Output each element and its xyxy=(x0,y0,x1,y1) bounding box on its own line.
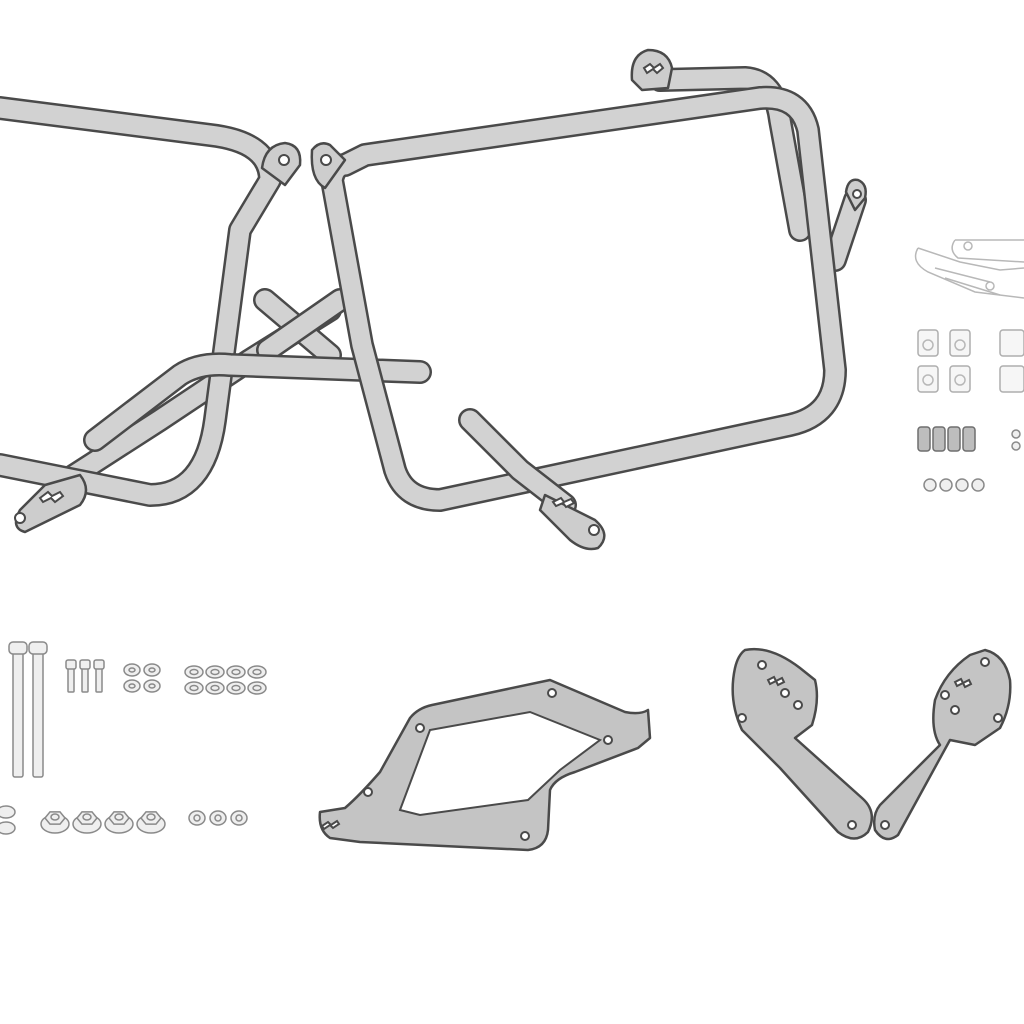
washer-hole xyxy=(210,684,220,692)
washers-grid xyxy=(184,665,267,695)
left-upper-mount-hole xyxy=(278,154,290,166)
flange-nut-hole xyxy=(82,813,92,821)
washer-hole xyxy=(210,668,220,676)
washer xyxy=(184,681,204,695)
edge-washers xyxy=(0,805,16,835)
angled-bracket-plate-right xyxy=(872,648,1012,841)
left-side-frame xyxy=(0,96,432,534)
washers-small xyxy=(123,663,161,693)
flange-nut-hex xyxy=(76,811,98,825)
short-bolts xyxy=(65,659,105,693)
washer-hole xyxy=(231,684,241,692)
flange-nuts xyxy=(40,811,166,834)
flange-nut-hole xyxy=(50,813,60,821)
washer xyxy=(205,665,225,679)
right-lower-mount-tab xyxy=(538,493,606,551)
washer-hole xyxy=(189,668,199,676)
long-bolts xyxy=(8,641,48,778)
hardware-kit-exploded xyxy=(914,239,1024,492)
flat-bracket-plate xyxy=(318,678,652,852)
flange-nut-hex xyxy=(140,811,162,825)
washer xyxy=(247,681,267,695)
washer xyxy=(205,681,225,695)
washer xyxy=(184,665,204,679)
flange-nut-hex xyxy=(44,811,66,825)
washer xyxy=(247,665,267,679)
angled-bracket-plate-left xyxy=(731,647,874,840)
washer xyxy=(226,681,246,695)
right-side-frame xyxy=(310,48,867,551)
washer-hole xyxy=(231,668,241,676)
washer xyxy=(226,665,246,679)
flange-nut-hole xyxy=(114,813,124,821)
small-nuts xyxy=(188,810,248,826)
small-bushings xyxy=(923,478,985,492)
right-front-mount-tab xyxy=(310,142,347,190)
washer-hole xyxy=(189,684,199,692)
flange-nut-hole xyxy=(146,813,156,821)
washer-hole xyxy=(252,684,262,692)
left-lower-mount-tab xyxy=(14,473,88,534)
flange-nut-hex xyxy=(108,811,130,825)
clip-brackets xyxy=(917,329,1024,393)
spacer-tubes xyxy=(917,426,1021,452)
washer-hole xyxy=(252,668,262,676)
